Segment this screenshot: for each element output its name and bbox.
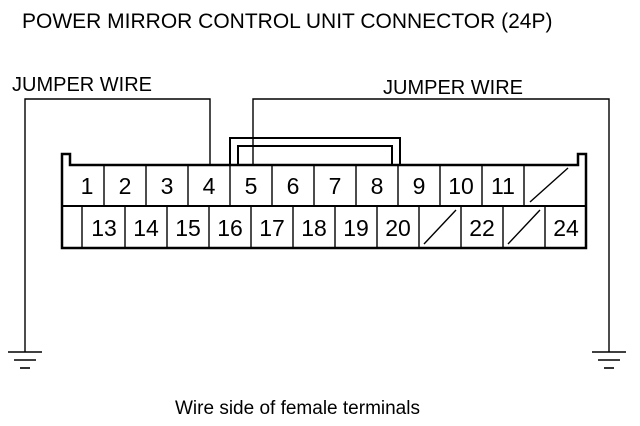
terminal-19: 19	[343, 215, 369, 241]
terminal-6: 6	[287, 173, 300, 199]
terminal-4: 4	[203, 173, 216, 199]
terminal-row-2: 13 14 15 16 17 18 19 20 22 24	[81, 206, 579, 248]
jumper-wire-left	[24, 98, 211, 352]
jumper-wire-label-left: JUMPER WIRE	[12, 74, 152, 96]
terminal-14: 14	[133, 215, 159, 241]
terminal-9: 9	[413, 173, 426, 199]
terminal-5: 5	[245, 173, 258, 199]
terminal-24: 24	[553, 215, 579, 241]
connector-lock-tab	[229, 137, 401, 165]
jumper-wire-label-right: JUMPER WIRE	[383, 77, 523, 99]
terminal-22: 22	[469, 215, 495, 241]
terminal-20: 20	[385, 215, 411, 241]
terminal-row-1: 1 2 3 4 5 6 7 8 9 10 11	[81, 165, 569, 206]
terminal-16: 16	[217, 215, 243, 241]
terminal-7: 7	[329, 173, 342, 199]
diagram-title: POWER MIRROR CONTROL UNIT CONNECTOR (24P…	[22, 10, 552, 33]
unused-terminal-slash	[507, 209, 541, 245]
unused-terminal-slash	[423, 209, 457, 245]
ground-icon-right	[592, 351, 626, 369]
terminal-2: 2	[119, 173, 132, 199]
unused-terminal-slash	[529, 167, 569, 203]
jumper-wire-right	[252, 98, 610, 352]
terminal-3: 3	[161, 173, 174, 199]
terminal-13: 13	[91, 215, 117, 241]
terminal-11: 11	[491, 173, 515, 199]
terminal-1: 1	[81, 173, 94, 199]
terminal-18: 18	[301, 215, 327, 241]
ground-icon-left	[8, 351, 42, 369]
terminal-15: 15	[175, 215, 201, 241]
terminal-10: 10	[448, 173, 474, 199]
terminal-8: 8	[371, 173, 384, 199]
diagram-caption: Wire side of female terminals	[175, 398, 420, 419]
connector-outline	[60, 152, 588, 250]
terminal-17: 17	[259, 215, 285, 241]
